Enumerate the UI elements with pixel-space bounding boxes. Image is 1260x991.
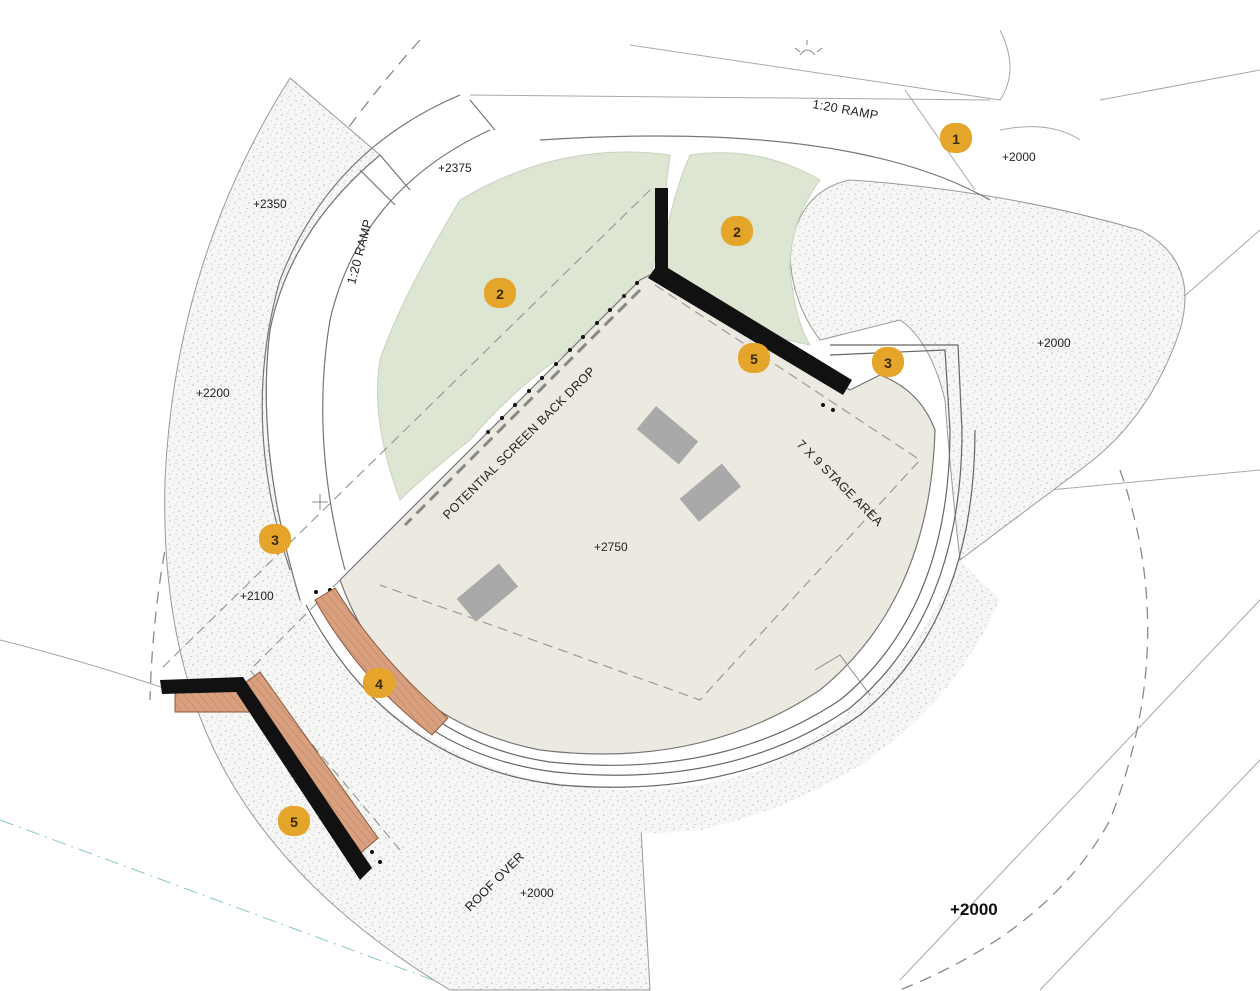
timber-stair-4 (314, 587, 449, 736)
level-2000-right: +2000 (1037, 336, 1071, 350)
stage-dashed-outline (159, 189, 921, 851)
svg-text:2: 2 (496, 286, 504, 302)
marker-5b: 5 (278, 806, 310, 836)
ramp-top-label: 1:20 RAMP (811, 97, 879, 122)
svg-text:5: 5 (290, 814, 298, 830)
marker-4: 4 (363, 668, 395, 698)
backdrop-dots (314, 281, 835, 864)
svg-text:3: 3 (271, 532, 279, 548)
planting-left (377, 151, 671, 501)
level-2100: +2100 (240, 589, 274, 603)
marker-3b: 3 (259, 524, 291, 554)
svg-text:2: 2 (733, 224, 741, 240)
marker-5a: 5 (738, 343, 770, 373)
seating-blocks (456, 406, 742, 622)
level-2000-top: +2000 (1002, 150, 1036, 164)
level-2200: +2200 (196, 386, 230, 400)
level-2350: +2350 (253, 197, 287, 211)
paving-right (789, 179, 1186, 561)
water-line (0, 819, 461, 991)
marker-1: 1 (940, 123, 972, 153)
marker-2b: 2 (721, 216, 753, 246)
svg-text:5: 5 (750, 351, 758, 367)
marker-3a: 3 (872, 347, 904, 377)
svg-text:4: 4 (375, 676, 383, 692)
ramp-left-label: 1:20 RAMP (344, 218, 375, 286)
north-arrow (312, 40, 871, 696)
screen-backdrop-line (403, 288, 642, 527)
black-walls (160, 188, 852, 880)
level-2000-big: +2000 (950, 900, 998, 919)
svg-text:1: 1 (952, 131, 960, 147)
marker-2a: 2 (484, 278, 516, 308)
ramp-rings (261, 94, 991, 601)
level-2375: +2375 (438, 161, 472, 175)
level-2000-bottom: +2000 (520, 886, 554, 900)
level-2750: +2750 (594, 540, 628, 554)
paving-south (300, 560, 1000, 834)
svg-text:3: 3 (884, 355, 892, 371)
